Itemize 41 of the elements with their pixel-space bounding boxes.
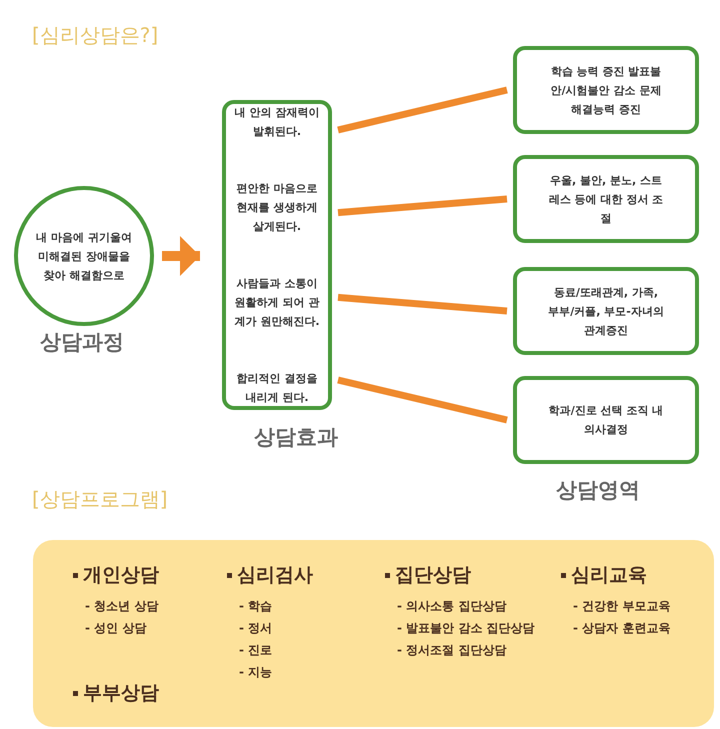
caption: 상담영역 (556, 477, 640, 504)
node-label: 상담과정 (40, 329, 124, 356)
domain-box (513, 376, 699, 464)
program-item: - 상담자 훈련교육 (573, 620, 670, 637)
program-item: - 학습 (239, 598, 272, 615)
program-heading: 집단상담 (385, 562, 471, 588)
domain-box (513, 155, 699, 243)
domain-text: 우울, 불안, 분노, 스트레스 등에 대한 정서 조절 (548, 172, 664, 226)
program-item: - 청소년 상담 (85, 598, 158, 615)
program-item: - 정서 (239, 620, 272, 637)
section-title: [심리상담은?] (32, 22, 158, 49)
connector-line (338, 196, 508, 216)
program-item: - 성인 상담 (85, 620, 146, 637)
effect-text: 내 안의 잠재력이 발휘된다. (234, 105, 320, 140)
program-item: - 정서조절 집단상담 (397, 642, 506, 659)
effect-text: 편안한 마음으로 현재를 생생하게 살게된다. (236, 181, 318, 235)
effects-box (222, 100, 332, 410)
program-panel (33, 540, 714, 727)
program-heading: 심리교육 (561, 562, 647, 588)
connector-line (338, 294, 508, 314)
domain-box (513, 267, 699, 355)
connector-line (337, 376, 508, 424)
program-heading: 개인상담 (73, 562, 159, 588)
process-text: 내 마음에 귀기울여 미해결된 장애물을 찾아 해결함으로 (35, 230, 133, 284)
effect-text: 합리적인 결정을 내리게 된다. (236, 371, 318, 406)
node-label: 상담효과 (254, 424, 338, 451)
effect-text: 사람들과 소통이 원활하게 되어 관계가 원만해진다. (234, 276, 320, 330)
program-item: - 발표불안 감소 집단상담 (397, 620, 535, 637)
program-item: - 진로 (239, 642, 272, 659)
program-item: - 의사소통 집단상담 (397, 598, 506, 615)
domain-text: 동료/또래관계, 가족, 부부/커플, 부모-자녀의 관계증진 (547, 284, 665, 338)
arrow (162, 236, 200, 276)
domain-text: 학과/진로 선택 조직 내 의사결정 (548, 403, 664, 438)
program-item: - 지능 (239, 664, 272, 681)
program-heading: 심리검사 (227, 562, 313, 588)
domain-box (513, 46, 699, 134)
program-heading: 부부상담 (73, 680, 159, 706)
connector-line (337, 86, 508, 134)
section-title: [상담프로그램] (32, 486, 168, 513)
domain-text: 학습 능력 증진 발표불안/시험불안 감소 문제해결능력 증진 (550, 64, 662, 118)
program-item: - 건강한 부모교육 (573, 598, 670, 615)
